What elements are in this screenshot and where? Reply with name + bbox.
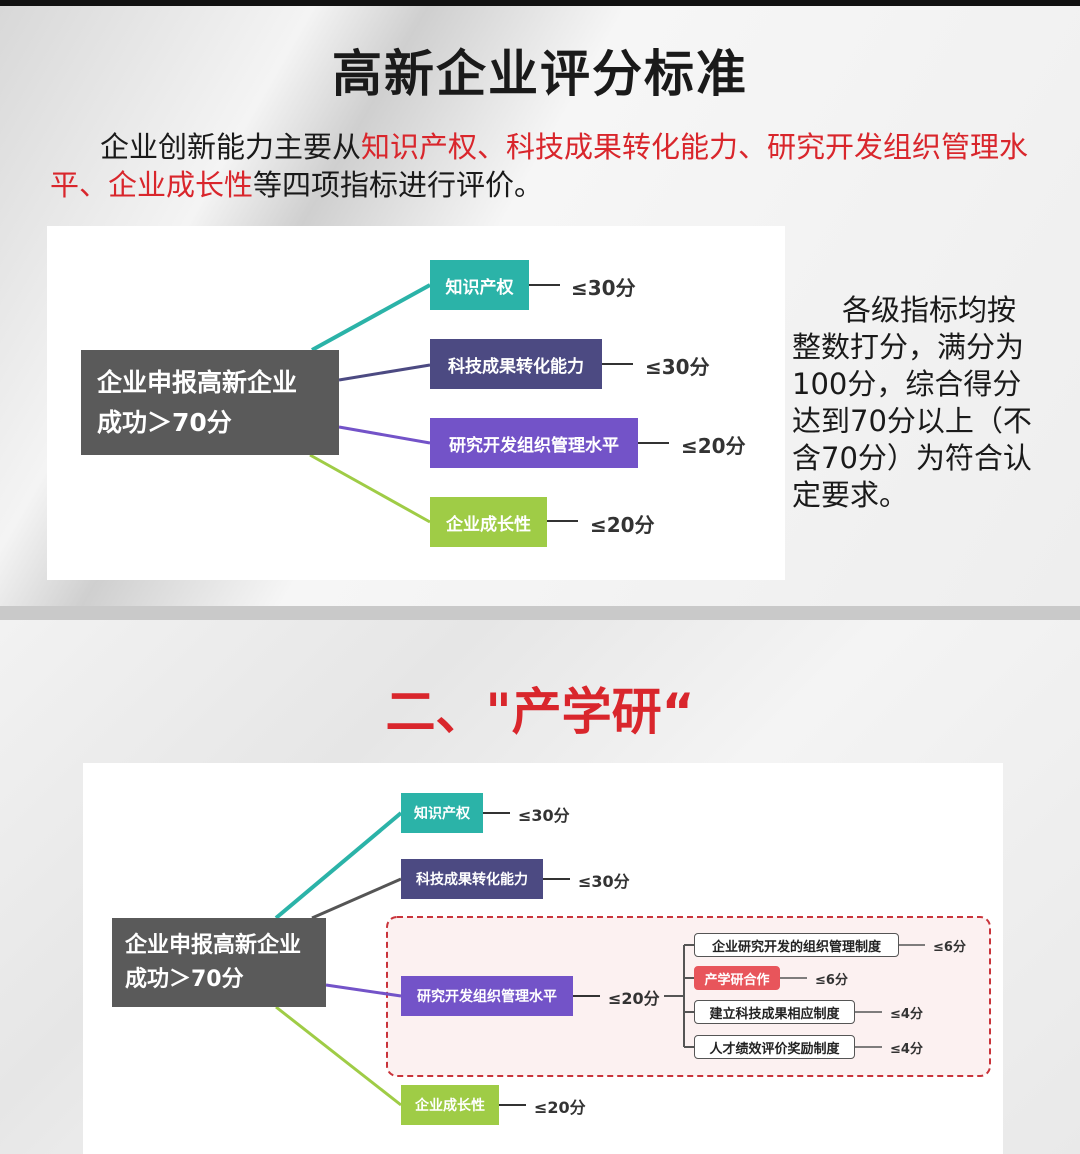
- score-1-tech: ≤30分: [645, 355, 710, 379]
- sub-item-industry-academia: 产学研合作: [694, 966, 780, 990]
- connector-1-growth: [309, 453, 431, 524]
- connector-1-ip: [311, 283, 431, 352]
- sub-score-3: ≤4分: [890, 1007, 923, 1022]
- score-2-growth: ≤20分: [534, 1098, 586, 1117]
- score-2-tech: ≤30分: [578, 872, 630, 891]
- node-2-tech: 科技成果转化能力: [401, 859, 543, 899]
- score-2-ip: ≤30分: [518, 806, 570, 825]
- root-1-line1: 企业申报高新企业: [97, 367, 298, 397]
- intro-text-2: 等四项指标进行评价。: [253, 168, 544, 202]
- connector-2-ip: [274, 811, 403, 920]
- intro-text-1: 企业创新能力主要从: [100, 130, 362, 164]
- node-1-growth: 企业成长性: [430, 497, 547, 547]
- sub-item-tech-achievement: 建立科技成果相应制度: [694, 1000, 855, 1024]
- connector-2-rd: [325, 983, 402, 998]
- score-2-rd: ≤20分: [608, 989, 660, 1008]
- connector-1-rd: [338, 425, 431, 445]
- score-1-rd: ≤20分: [681, 434, 746, 458]
- node-1-tech: 科技成果转化能力: [430, 339, 602, 389]
- sub-item-talent-reward: 人才绩效评价奖励制度: [694, 1035, 855, 1059]
- scoring-note: 各级指标均按整数打分，满分为100分，综合得分达到70分以上（不含70分）为符合…: [792, 293, 1032, 512]
- node-1-rd: 研究开发组织管理水平: [430, 418, 638, 468]
- connector-2-growth: [275, 1005, 402, 1107]
- intro-highlight: 知识产权、科技成果转化能力、研究开发组织管理水平、企业成长性: [50, 130, 1029, 202]
- score-1-growth: ≤20分: [590, 513, 655, 537]
- root-1-line2: 成功＞70分: [97, 407, 232, 437]
- connector-2-tech: [311, 877, 402, 920]
- top-strip: [0, 0, 1080, 6]
- sub-item-rd-management: 企业研究开发的组织管理制度: [694, 933, 899, 957]
- node-1-ip: 知识产权: [430, 260, 529, 310]
- root-2-line2: 成功＞70分: [125, 966, 244, 992]
- root-2-line1: 企业申报高新企业: [125, 932, 302, 958]
- sub-score-4: ≤4分: [890, 1042, 923, 1057]
- sub-score-1: ≤6分: [933, 940, 966, 955]
- section1-title: 高新企业评分标准: [332, 45, 748, 103]
- section2-title: 二、"产学研“: [385, 683, 695, 741]
- section1-intro: 企业创新能力主要从知识产权、科技成果转化能力、研究开发组织管理水平、企业成长性等…: [50, 128, 1040, 204]
- node-2-ip: 知识产权: [401, 793, 483, 833]
- connector-1-tech: [338, 363, 431, 382]
- mindmap-root-1: 企业申报高新企业 成功＞70分: [81, 350, 339, 455]
- node-2-rd: 研究开发组织管理水平: [401, 976, 573, 1016]
- score-1-ip: ≤30分: [571, 276, 636, 300]
- mindmap-root-2: 企业申报高新企业 成功＞70分: [112, 918, 326, 1007]
- sub-score-2: ≤6分: [815, 973, 848, 988]
- node-2-growth: 企业成长性: [401, 1085, 499, 1125]
- section-divider: [0, 606, 1080, 620]
